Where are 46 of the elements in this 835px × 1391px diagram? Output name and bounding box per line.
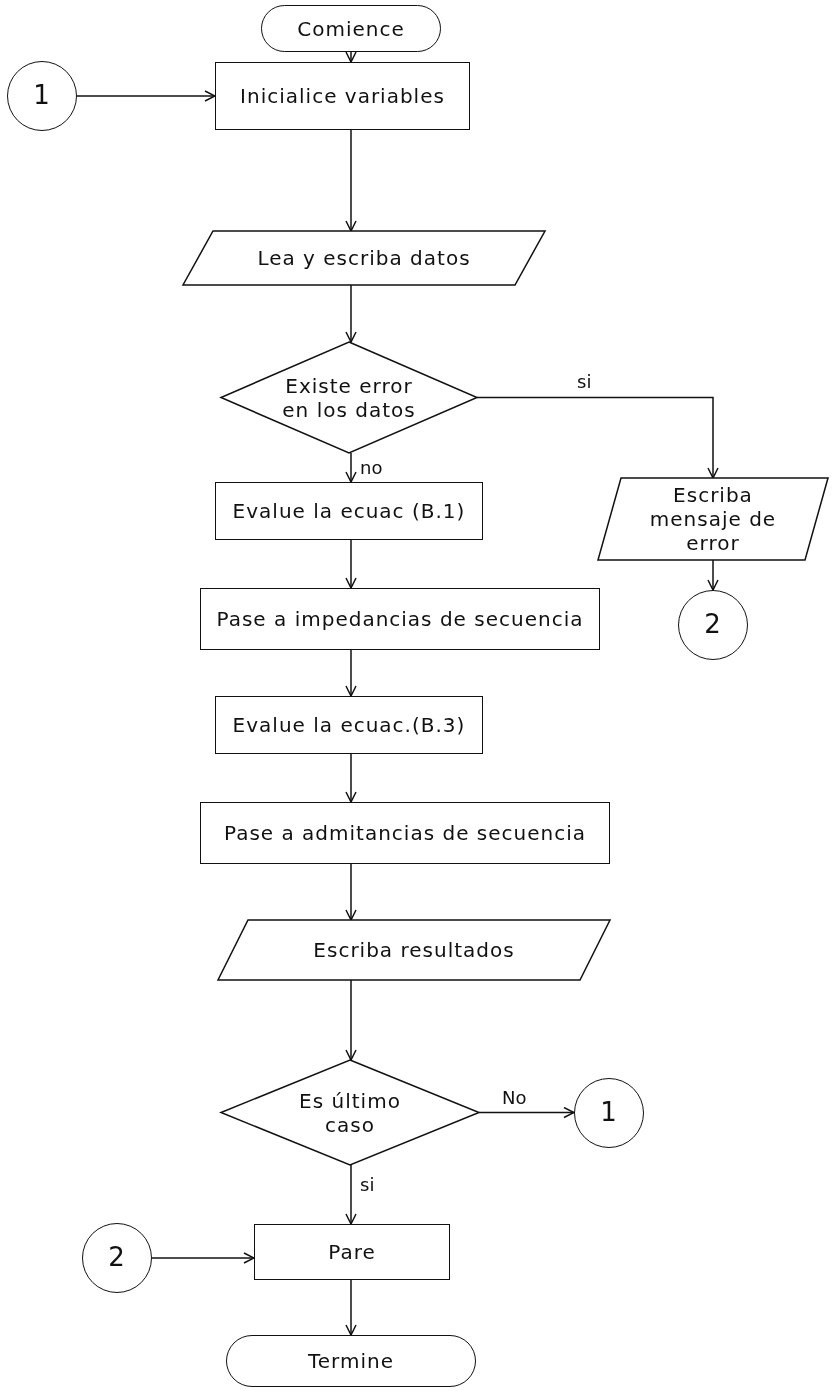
process-box xyxy=(215,62,470,130)
input-output-parallelogram xyxy=(183,231,545,285)
node-label: Escriba mensaje de error xyxy=(648,483,778,555)
arrow xyxy=(345,649,357,697)
arrow xyxy=(345,452,357,483)
input-output-parallelogram xyxy=(218,920,610,980)
arrow xyxy=(76,90,216,102)
arrow xyxy=(345,753,357,803)
node-label: Existe error en los datos xyxy=(281,373,417,422)
node-label: Escriba resultados xyxy=(313,938,515,962)
node-label: 2 xyxy=(704,609,722,641)
node-label: 2 xyxy=(108,1242,126,1274)
node-label: Termine xyxy=(308,1349,394,1373)
node-label: Pare xyxy=(328,1240,376,1264)
node-label: Inicialice variables xyxy=(240,84,445,108)
node-label: 1 xyxy=(33,80,51,112)
arrow xyxy=(345,539,357,589)
terminal-shape xyxy=(226,1335,476,1387)
node-label: Es último caso xyxy=(298,1088,402,1137)
arrow xyxy=(345,863,357,921)
decision-diamond xyxy=(221,1060,479,1165)
arrow xyxy=(345,979,357,1061)
process-box xyxy=(200,588,600,650)
node-label: Comience xyxy=(297,16,405,41)
process-box xyxy=(215,696,483,754)
arrow xyxy=(345,51,357,63)
process-box xyxy=(215,482,483,540)
node-label: Evalue la ecuac (B.1) xyxy=(232,499,466,523)
node-label: Pase a impedancias de secuencia xyxy=(216,607,584,631)
arrow xyxy=(478,1106,575,1119)
input-output-parallelogram xyxy=(598,478,828,560)
arrow xyxy=(345,284,357,343)
terminal-shape xyxy=(261,5,441,52)
process-box xyxy=(254,1224,450,1280)
decision-diamond xyxy=(221,342,477,453)
arrow xyxy=(345,1164,357,1225)
arrow xyxy=(707,559,719,591)
arrow xyxy=(345,129,357,232)
node-label: Pase a admitancias de secuencia xyxy=(224,821,586,845)
arrow xyxy=(345,1279,357,1336)
arrow xyxy=(476,396,719,479)
node-label: Evalue la ecuac.(B.3) xyxy=(232,713,466,737)
arrow xyxy=(151,1252,255,1264)
process-box xyxy=(200,802,610,864)
node-label: Lea y escriba datos xyxy=(257,246,471,270)
node-label: 1 xyxy=(600,1097,618,1129)
